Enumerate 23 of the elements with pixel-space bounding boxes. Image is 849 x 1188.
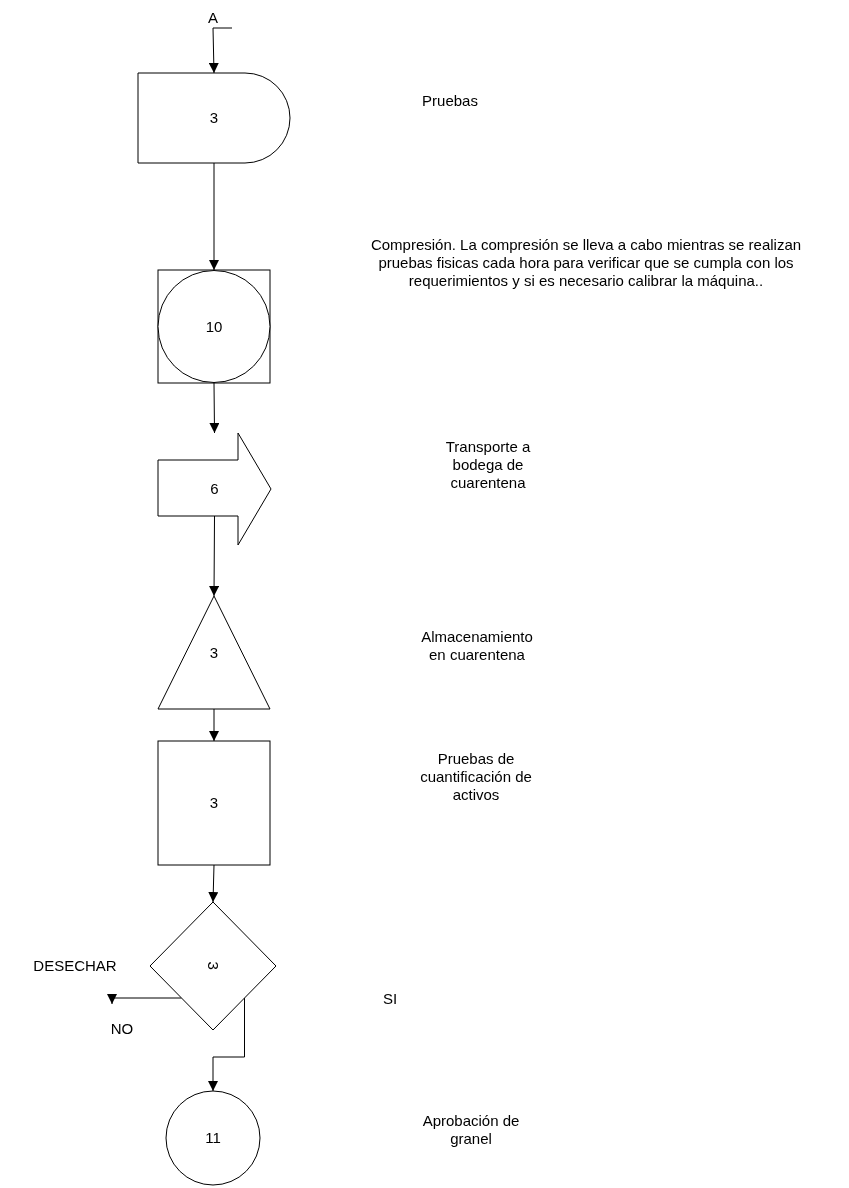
step-description: Almacenamiento en cuarentena [420,628,534,664]
step-description: Pruebas de cuantificación de activos [419,750,533,804]
step-number: 3 [209,643,219,662]
step-description: Transporte a bodega de cuarentena [444,438,532,492]
flow-arrow [209,708,219,742]
step-number: 3 [209,109,219,127]
step-number: 3 [204,961,222,971]
step-description: Compresión. La compresión se lleva a cabo mientras se realizan pruebas fisicas cada hora para verificar que se cumpla con los requerimientos y si es necesario calibrar la máquina.. [369,236,803,290]
flow-arrow [209,162,219,271]
flow-arrow [209,515,220,597]
step-description: Aprobación de granel [421,1112,521,1148]
flow-arrow [107,994,182,1005]
step-number: 10 [205,317,223,336]
step-description: Pruebas [421,92,479,110]
branch-label: DESECHAR [32,957,118,975]
connector-label: A [208,9,218,27]
flow-arrow [208,864,219,903]
flow-arrow [208,27,233,74]
flow-arrow [209,382,220,434]
step-number: 11 [205,1129,221,1147]
branch-label: SI [381,990,399,1008]
step-number: 6 [210,480,219,498]
step-number: 3 [209,794,219,812]
